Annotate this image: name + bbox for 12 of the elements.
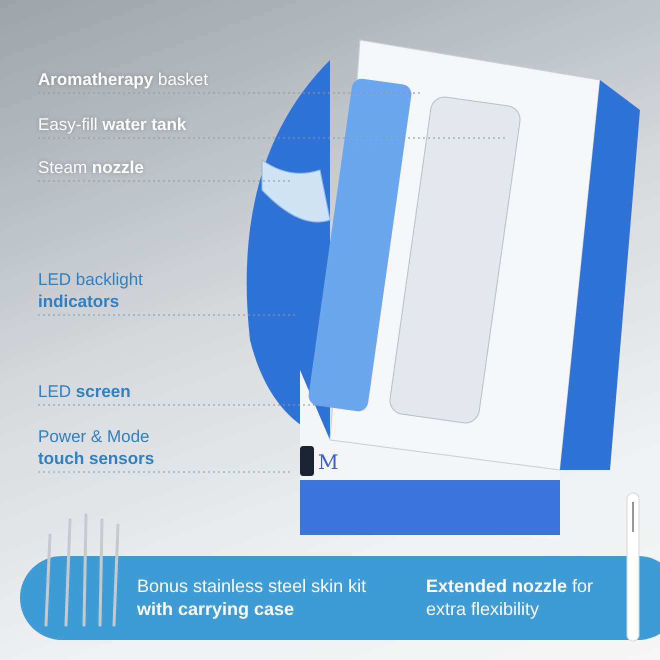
leader-line — [38, 92, 420, 94]
callout-text: Aromatherapy basket — [38, 69, 298, 91]
callout-text: Easy-fill water tank — [38, 114, 298, 136]
callout-text: LED screen — [38, 381, 188, 403]
mode-letter: M — [318, 450, 338, 474]
leader-line — [38, 404, 332, 406]
kit-description: Bonus stainless steel skin kit with carrying case — [137, 575, 368, 621]
callout-text: Steam nozzle — [38, 157, 238, 179]
nozzle-description: Extended nozzle for extra flexibility — [426, 575, 594, 621]
callout-text: Power & Mode touch sensors — [38, 426, 188, 470]
callout-text: LED backlight indicators — [38, 269, 188, 313]
leader-line — [38, 180, 290, 182]
